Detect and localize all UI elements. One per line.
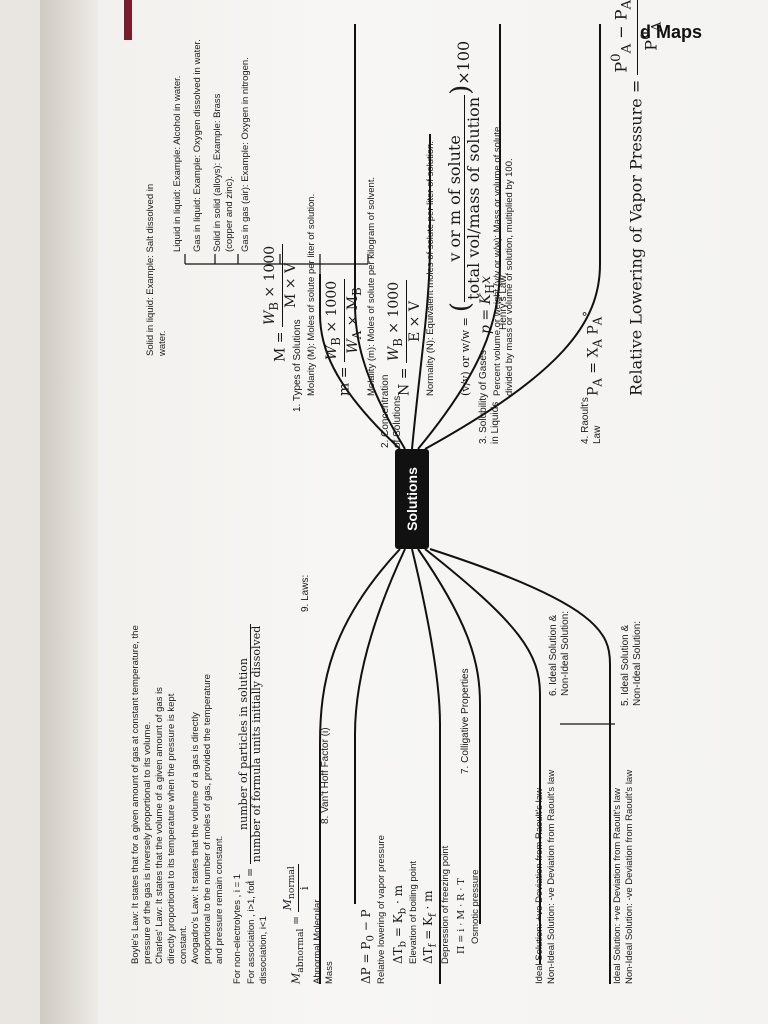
book-spine-shadow — [40, 0, 98, 1024]
vanthoff-nonelec: For non-electrolytes , i = 1 — [232, 873, 243, 984]
law-line: and pressure remain constant. — [214, 835, 225, 964]
molarity-desc: Molarity (M): Moles of solute per liter … — [306, 193, 317, 396]
ideal5-item: Ideal Solution: +ve Deviation from Raoul… — [612, 788, 623, 984]
type-item: Gas in gas (air): Example: Oxygen in nit… — [240, 57, 251, 252]
normality-desc: Normality (N): Equivalent moles of solut… — [425, 140, 436, 396]
law-line: pressure of the gas is inversely proport… — [142, 721, 153, 964]
branch-vanthoff: 8. Van't Hoff Factor (i) — [320, 727, 331, 824]
central-topic: Solutions — [395, 449, 429, 549]
dp-formula: ΔP = P0 − P — [359, 909, 377, 984]
rlvp-formula: Relative Lowering of Vapor Pressure = P0… — [608, 0, 666, 396]
percent-desc: Percent volume or weight (v/v or w/w): M… — [492, 126, 515, 396]
ideal6-item: Ideal Solution: +ve Deviation from Raoul… — [534, 788, 545, 984]
branch-colligative: 7. Colligative Properties — [460, 668, 471, 774]
tf-formula: ΔTf = Kf · m — [421, 890, 439, 964]
branch-laws: 9. Laws: — [300, 574, 311, 612]
henry-label: Henry's Law — [498, 275, 509, 330]
tb-label: Elevation of boiling point — [408, 861, 419, 964]
type-item: Solid in liquid: Example: Salt dissolved… — [145, 183, 168, 356]
tb-formula: ΔTb = Kb · m — [391, 885, 409, 964]
tf-label: Depression of freezing point — [440, 845, 451, 964]
branch-ideal6: 6. Ideal Solution & Non-Ideal Solution: — [548, 610, 571, 696]
ideal6-item: Non-Ideal Solution: -ve Deviation from R… — [546, 769, 557, 984]
law-line: Avogadro's Law: It states that the volum… — [190, 712, 201, 964]
law-line: Charles' Law: It states that the volume … — [154, 687, 165, 964]
law-line: Boyle's Law: It states that for a given … — [130, 625, 141, 964]
law-line: constant. — [178, 925, 189, 964]
red-edge-band — [124, 0, 132, 40]
type-item: Gas in liquid: Example: Oxygen dissolved… — [192, 39, 203, 252]
branch-raoult: 4. Raoult's Law — [580, 397, 603, 444]
law-line: proportional to the number of moles of g… — [202, 674, 213, 964]
page-header: d Maps — [640, 22, 703, 42]
book-page — [40, 0, 768, 1024]
law-line: directly proportional to its temperature… — [166, 693, 177, 964]
type-item: Solid in solid (alloys): Example: Brass … — [212, 93, 235, 252]
dp-label: Relative lowering of vapor pressure — [376, 835, 387, 984]
henry-formula: p = KHx — [478, 275, 497, 334]
abnormal-label: Abnormal Molecular Mass — [312, 899, 335, 984]
pi-formula: Π = i · M · R · T — [456, 878, 467, 954]
type-item: Liquid in liquid: Example: Alcohol in wa… — [172, 75, 183, 252]
pi-label: Osmotic pressure — [470, 869, 481, 944]
raoult-formula: PA = XA PA° — [581, 311, 605, 396]
vanthoff-assoc: For association , i>1, for dissociation,… — [246, 882, 269, 984]
ideal5-item: Non-Ideal Solution: -ve Deviation from R… — [624, 769, 635, 984]
branch-ideal5: 5. Ideal Solution & Non-Ideal Solution: — [620, 620, 643, 706]
molality-desc: Molality (m): Moles of solute per kilogr… — [366, 176, 377, 396]
